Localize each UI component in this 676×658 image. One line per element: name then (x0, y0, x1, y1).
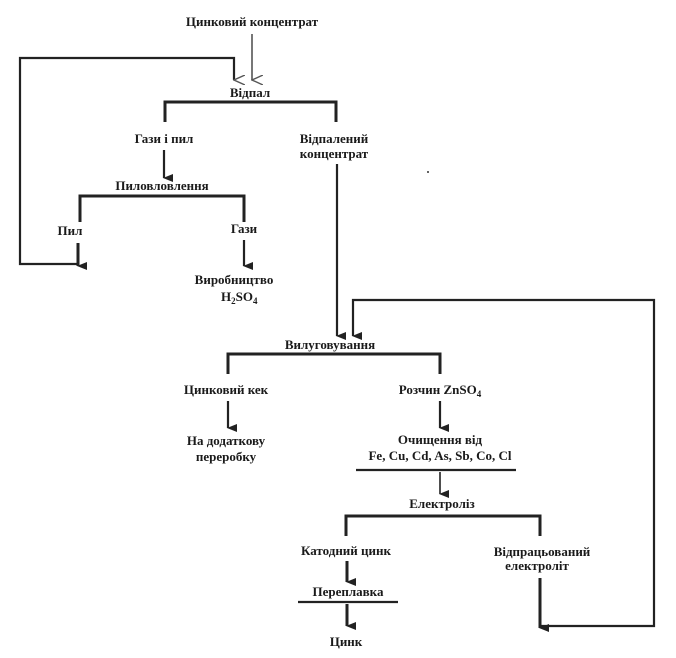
electrolysis-split-bracket (344, 514, 542, 536)
roasting-label: Відпал (230, 85, 270, 100)
remelting-label: Переплавка (313, 584, 384, 599)
gases-label: Гази (231, 221, 258, 236)
purification-label-1: Очищення від (398, 432, 483, 447)
dust-collection-split-bracket (78, 194, 246, 222)
spent-electrolyte-label-2: електроліт (505, 558, 569, 573)
dust-recycle-line (18, 56, 234, 266)
further-processing-label-2: переробку (196, 449, 257, 464)
roasting-split-bracket (163, 100, 338, 122)
h2so4-production-label: Виробництво (195, 272, 274, 287)
gases-and-dust-label: Гази і пил (135, 131, 194, 146)
leaching-split-bracket (226, 352, 442, 374)
spent-electrolyte-label-1: Відпрацьований (494, 544, 591, 559)
roasted-concentrate-label-2: концентрат (300, 146, 369, 161)
cathode-zinc-label: Катодний цинк (301, 543, 392, 558)
purification-label-2: Fe, Cu, Cd, As, Sb, Co, Cl (368, 448, 511, 463)
electrolyte-recycle-line (351, 298, 656, 628)
scan-dot (427, 171, 429, 173)
further-processing-label-1: На додаткову (187, 433, 266, 448)
dust-collection-label: Пиловловлення (115, 178, 208, 193)
h2so4-formula: H2SO4 (221, 289, 258, 306)
zinc-cake-label: Цинковий кек (184, 382, 269, 397)
znso4-solution-label: Розчин ZnSO4 (399, 382, 482, 399)
dust-label: Пил (58, 223, 83, 238)
roasted-concentrate-label-1: Відпалений (300, 131, 369, 146)
zinc-label: Цинк (330, 634, 363, 649)
electrolysis-label: Електроліз (409, 496, 474, 511)
zinc-concentrate-label: Цинковий концентрат (186, 14, 319, 29)
leaching-label: Вилуговування (285, 337, 375, 352)
